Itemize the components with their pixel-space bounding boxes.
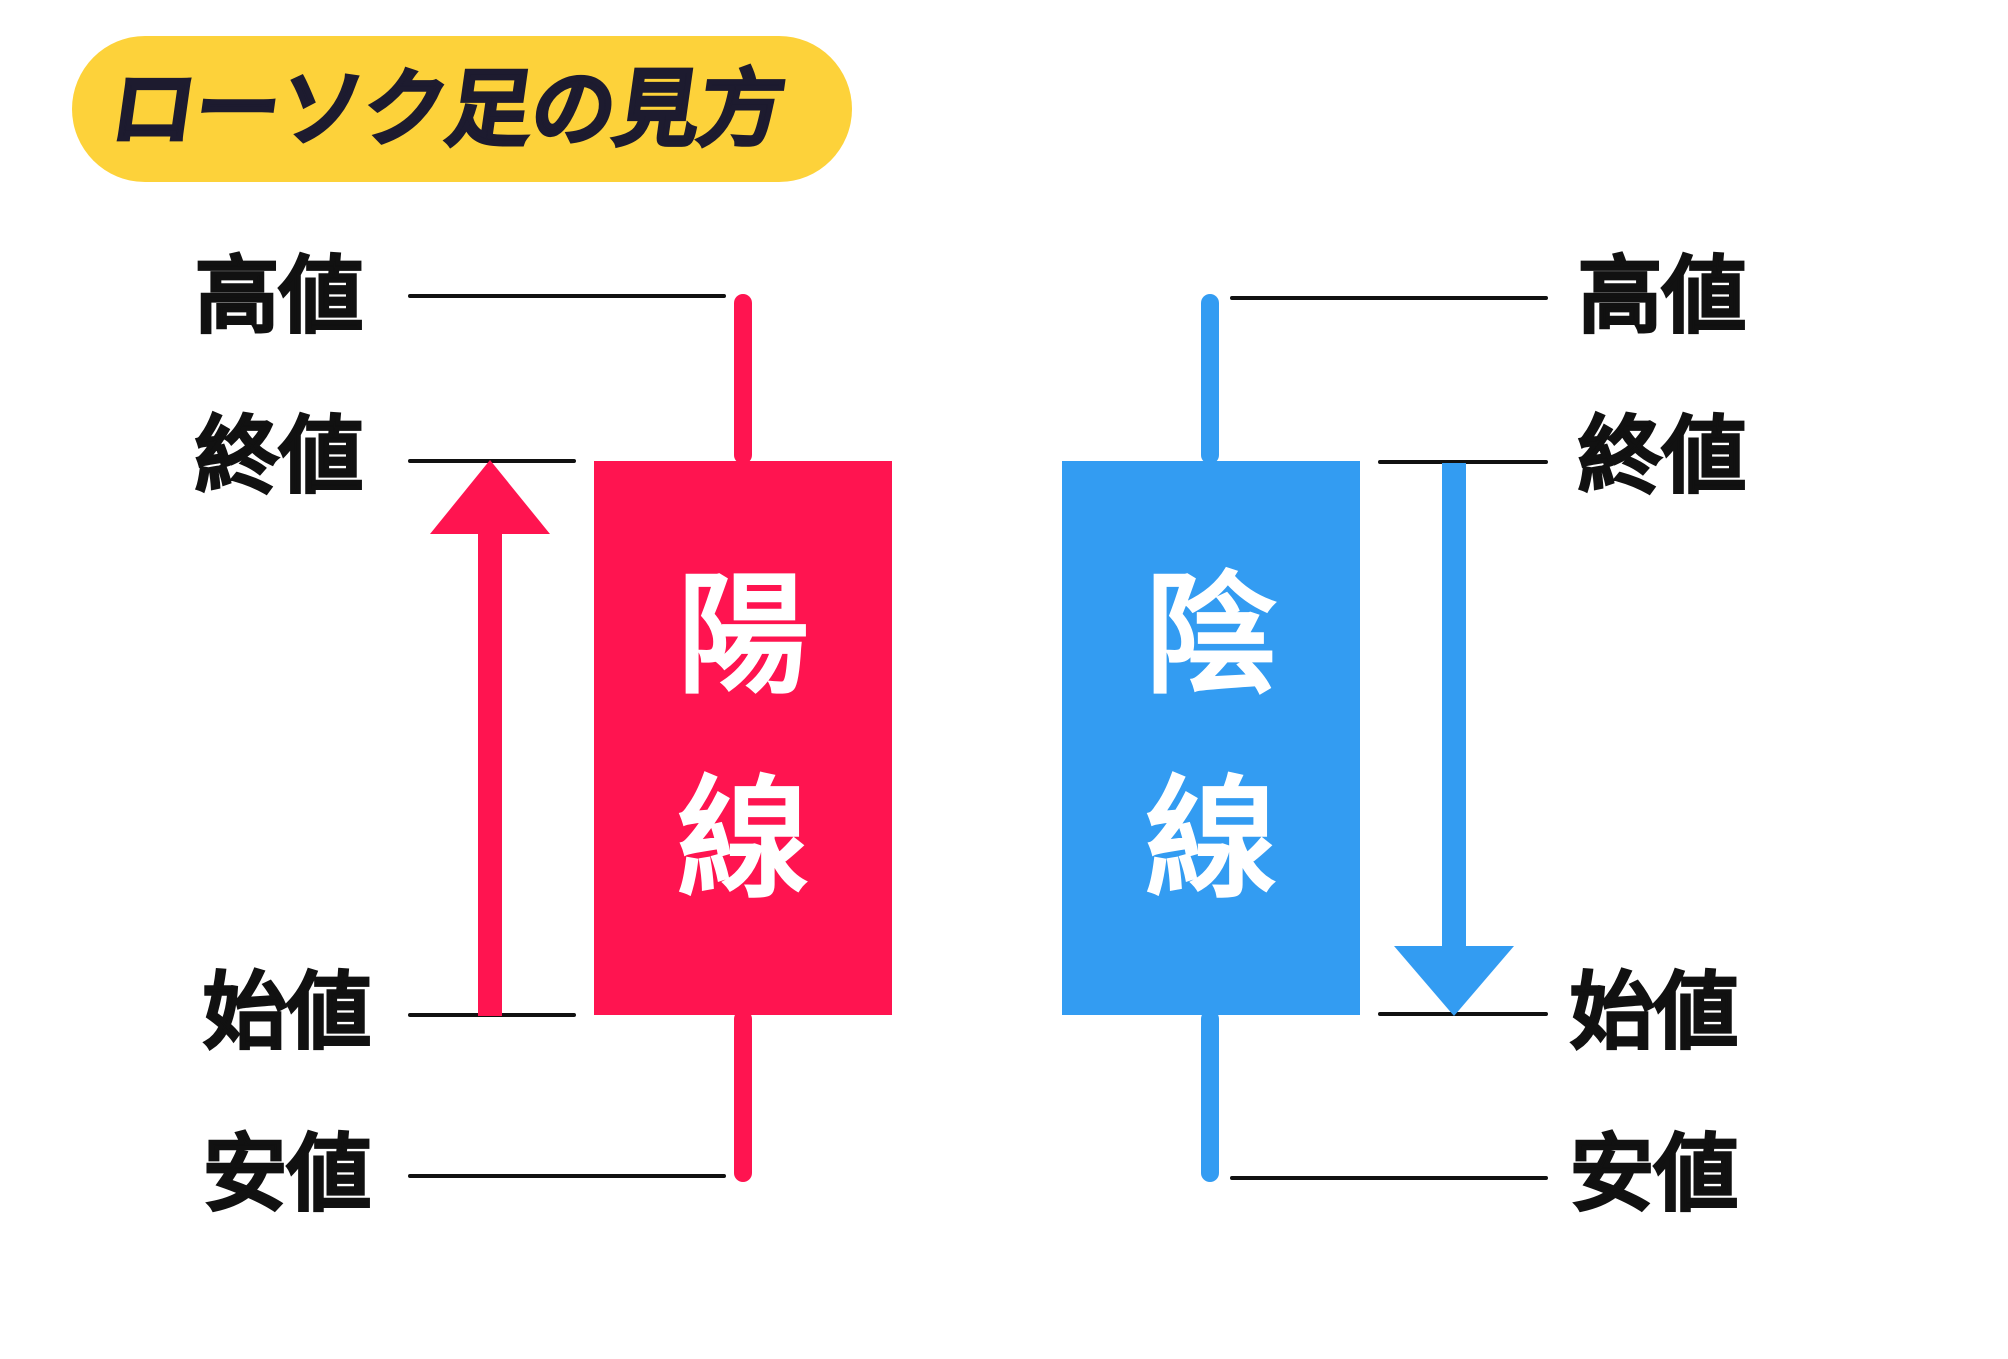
right-label-open: 始値 bbox=[1569, 962, 1739, 1061]
left-label-high: 高値 bbox=[194, 246, 364, 345]
right-label-close: 終値 bbox=[1577, 406, 1747, 505]
left-candle-body: 陽 線 bbox=[594, 461, 892, 1015]
left-label-low: 安値 bbox=[202, 1124, 372, 1223]
right-line-close bbox=[1378, 460, 1548, 464]
right-arrow-shaft bbox=[1442, 463, 1466, 949]
right-line-high bbox=[1230, 296, 1548, 300]
right-line-low bbox=[1230, 1176, 1548, 1180]
left-lower-wick bbox=[734, 1010, 752, 1182]
left-line-low bbox=[408, 1174, 726, 1178]
right-candle-char-2: 線 bbox=[1145, 762, 1277, 917]
right-upper-wick bbox=[1201, 294, 1219, 464]
right-label-high: 高値 bbox=[1577, 246, 1747, 345]
left-arrow-up-icon bbox=[430, 460, 550, 534]
right-candle-body: 陰 線 bbox=[1062, 461, 1360, 1015]
title-banner: ローソク足の見方 bbox=[72, 36, 852, 182]
right-lower-wick bbox=[1201, 1010, 1219, 1182]
left-candle-char-1: 陽 bbox=[677, 558, 809, 713]
right-arrow-down-icon bbox=[1394, 946, 1514, 1016]
right-candle-char-1: 陰 bbox=[1145, 558, 1277, 713]
left-label-open: 始値 bbox=[202, 962, 372, 1061]
left-label-close: 終値 bbox=[194, 406, 364, 505]
left-upper-wick bbox=[734, 294, 752, 464]
left-arrow-shaft bbox=[478, 530, 502, 1016]
left-candle-char-2: 線 bbox=[677, 762, 809, 917]
page-title: ローソク足の見方 bbox=[104, 59, 793, 160]
left-line-high bbox=[408, 294, 726, 298]
right-label-low: 安値 bbox=[1569, 1124, 1739, 1223]
